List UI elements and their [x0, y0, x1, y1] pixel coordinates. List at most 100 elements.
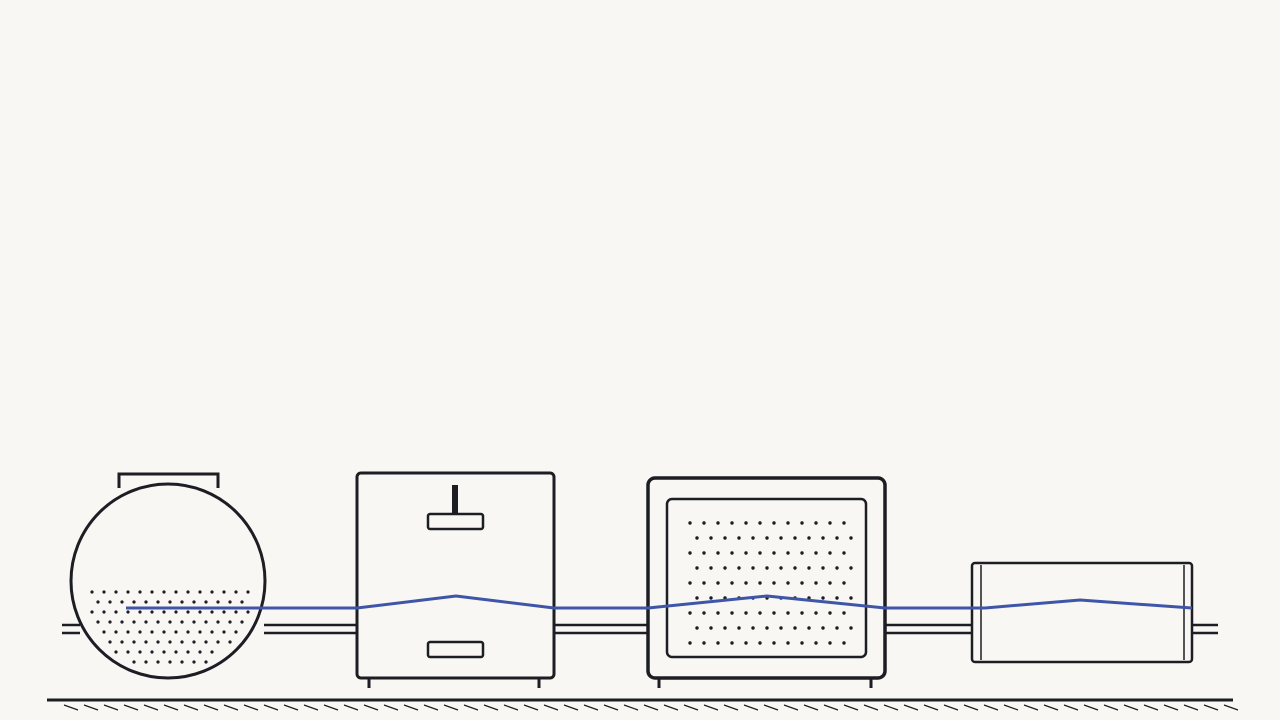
fill-dot — [765, 536, 769, 540]
fill-dot — [828, 521, 832, 525]
fill-dot — [765, 626, 769, 630]
fill-dot — [126, 610, 130, 614]
hatch-stroke — [903, 704, 919, 711]
fill-dot — [828, 641, 832, 645]
hatch-stroke — [83, 704, 99, 711]
pipe-inlet — [62, 623, 80, 635]
fill-dot — [702, 611, 706, 615]
hatch-stroke — [923, 704, 939, 711]
fill-dot — [800, 551, 804, 555]
hatch-stroke — [483, 704, 499, 711]
hatch-stroke — [803, 704, 819, 711]
pipe-cabinet-to-media-filter — [554, 623, 648, 635]
tank-top-bracket — [117, 472, 220, 488]
fill-dot — [842, 611, 846, 615]
fill-dot — [849, 626, 853, 630]
fill-dot — [751, 626, 755, 630]
fill-dot — [737, 566, 741, 570]
fill-dot — [716, 551, 720, 555]
hatch-stroke — [123, 704, 139, 711]
hatch-stroke — [743, 704, 759, 711]
flow-line — [126, 594, 1193, 610]
fill-dot — [849, 566, 853, 570]
fill-dot — [174, 650, 178, 654]
fill-dot — [132, 600, 136, 604]
fill-dot — [709, 596, 713, 600]
hatch-stroke — [703, 704, 719, 711]
fill-dot — [234, 590, 238, 594]
fill-dot — [695, 596, 699, 600]
fill-dot — [814, 641, 818, 645]
media-filter-dot-fill — [688, 521, 853, 645]
fill-dot — [723, 566, 727, 570]
fill-dot — [758, 551, 762, 555]
fill-dot — [758, 581, 762, 585]
fill-dot — [120, 620, 124, 624]
fill-dot — [730, 521, 734, 525]
fill-dot — [828, 581, 832, 585]
fill-dot — [688, 611, 692, 615]
fill-dot — [240, 600, 244, 604]
hatch-stroke — [823, 704, 839, 711]
hatch-stroke — [763, 704, 779, 711]
fill-dot — [168, 620, 172, 624]
fill-dot — [730, 611, 734, 615]
hatch-stroke — [263, 704, 279, 711]
fill-dot — [198, 590, 202, 594]
hatch-stroke — [503, 704, 519, 711]
fill-dot — [786, 521, 790, 525]
hatch-stroke — [383, 704, 399, 711]
fill-dot — [168, 640, 172, 644]
fill-dot — [156, 660, 160, 664]
hatch-stroke — [63, 704, 79, 711]
fill-dot — [168, 600, 172, 604]
fill-dot — [751, 566, 755, 570]
hatch-stroke — [103, 704, 119, 711]
fill-dot — [807, 626, 811, 630]
fill-dot — [180, 620, 184, 624]
hatch-stroke — [783, 704, 799, 711]
fill-dot — [842, 551, 846, 555]
fill-dot — [835, 596, 839, 600]
fill-dot — [174, 590, 178, 594]
hatch-stroke — [1223, 704, 1239, 711]
fill-dot — [744, 641, 748, 645]
fill-dot — [228, 600, 232, 604]
fill-dot — [132, 660, 136, 664]
fill-dot — [132, 620, 136, 624]
hatch-stroke — [223, 704, 239, 711]
fill-dot — [793, 626, 797, 630]
pipe-outlet — [1192, 623, 1218, 635]
hatch-stroke — [583, 704, 599, 711]
fill-dot — [102, 590, 106, 594]
fill-dot — [814, 611, 818, 615]
fill-dot — [180, 600, 184, 604]
fill-dot — [204, 660, 208, 664]
cabinet-bottom-slot — [426, 640, 485, 659]
hatch-stroke — [323, 704, 339, 711]
fill-dot — [156, 640, 160, 644]
hatch-stroke — [963, 704, 979, 711]
ground-hatching — [63, 704, 1239, 711]
fill-dot — [800, 641, 804, 645]
fill-dot — [234, 610, 238, 614]
fill-dot — [234, 630, 238, 634]
fill-dot — [144, 600, 148, 604]
fill-dot — [688, 551, 692, 555]
fill-dot — [90, 610, 94, 614]
fill-dot — [842, 521, 846, 525]
hatch-stroke — [643, 704, 659, 711]
fill-dot — [821, 596, 825, 600]
fill-dot — [204, 640, 208, 644]
hatch-stroke — [463, 704, 479, 711]
fill-dot — [835, 536, 839, 540]
fill-dot — [828, 551, 832, 555]
fill-dot — [114, 590, 118, 594]
fill-dot — [240, 620, 244, 624]
hatch-stroke — [1123, 704, 1139, 711]
fill-dot — [737, 536, 741, 540]
fill-dot — [821, 536, 825, 540]
fill-dot — [716, 611, 720, 615]
